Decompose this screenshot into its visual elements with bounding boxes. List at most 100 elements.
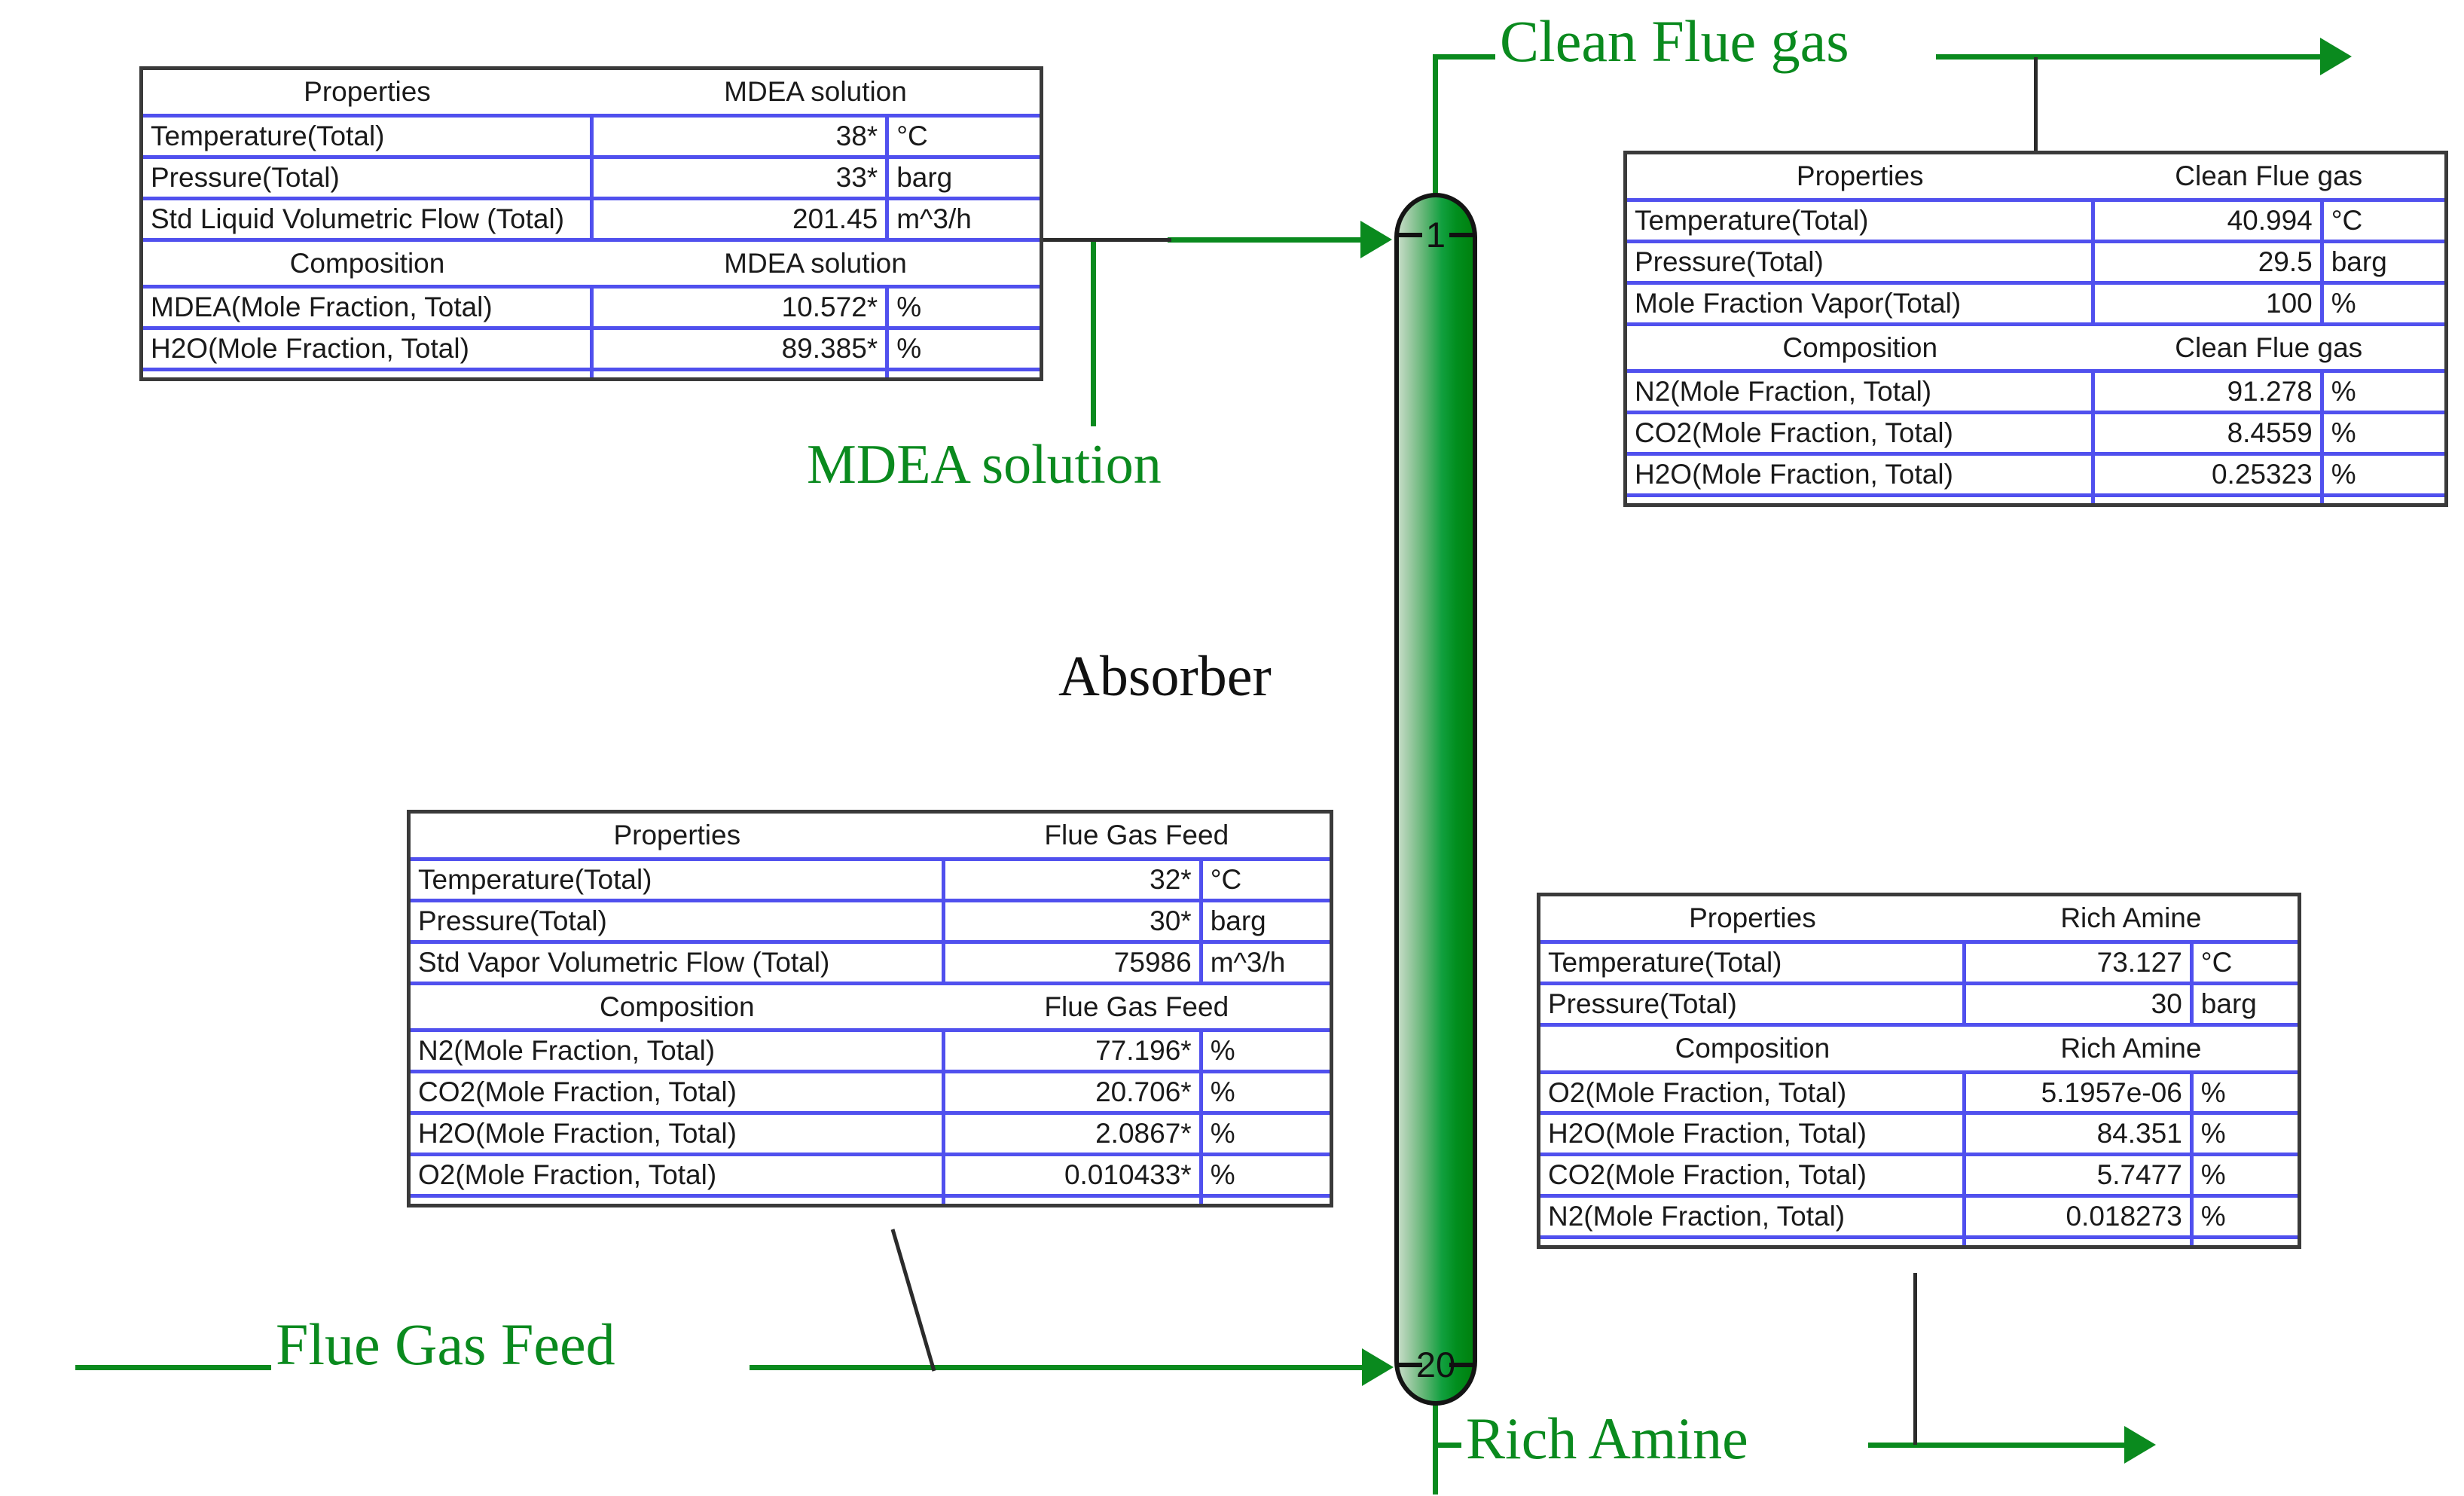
- row-label: CO2(Mole Fraction, Total): [411, 1071, 944, 1116]
- stream-table-mdea-solution[interactable]: Properties MDEA solution Temperature(Tot…: [139, 66, 1043, 382]
- flue-gas-feed-table-leader: [890, 1229, 936, 1372]
- row-value: 91.278: [2090, 371, 2324, 415]
- mdea-solution-label-leader: [1091, 238, 1096, 426]
- row-unit: barg: [1201, 900, 1330, 944]
- table-bottom-pad: [1540, 1237, 2298, 1245]
- table-row: O2(Mole Fraction, Total) 0.010433* %: [411, 1154, 1330, 1198]
- row-label: O2(Mole Fraction, Total): [411, 1154, 944, 1198]
- row-unit: %: [2191, 1195, 2298, 1239]
- row-unit: %: [1201, 1113, 1330, 1156]
- stream-label-rich-amine: Rich Amine: [1461, 1405, 1753, 1473]
- table-group-header-row: Composition Rich Amine: [1540, 1024, 2298, 1074]
- table-row: Temperature(Total) 32* °C: [411, 859, 1330, 902]
- row-value: 40.994: [2090, 200, 2324, 243]
- row-unit: %: [2322, 371, 2444, 415]
- stage-tray-line-left: [1397, 233, 1422, 237]
- header-composition: Composition: [411, 983, 944, 1033]
- row-label: Temperature(Total): [1540, 942, 1965, 985]
- stream-label-mdea-solution: MDEA solution: [802, 433, 1166, 497]
- header-composition: Composition: [1627, 324, 2093, 374]
- table-row: H2O(Mole Fraction, Total) 0.25323 %: [1627, 453, 2444, 497]
- row-label: H2O(Mole Fraction, Total): [411, 1113, 944, 1156]
- header-stream-name: Clean Flue gas: [2093, 154, 2444, 202]
- rich-amine-outlet-line: [1868, 1443, 2124, 1448]
- absorber-column-vessel[interactable]: [1394, 193, 1477, 1406]
- table-row: CO2(Mole Fraction, Total) 5.7477 %: [1540, 1154, 2298, 1198]
- stream-table-rich-amine[interactable]: Properties Rich Amine Temperature(Total)…: [1537, 893, 2301, 1249]
- header-properties: Properties: [1627, 154, 2093, 202]
- header-properties: Properties: [411, 814, 944, 861]
- table-bottom-pad: [411, 1195, 1330, 1204]
- row-label: N2(Mole Fraction, Total): [411, 1030, 944, 1074]
- table-row: N2(Mole Fraction, Total) 77.196* %: [411, 1030, 1330, 1074]
- row-value: 5.1957e-06: [1962, 1072, 2194, 1116]
- table-row: Pressure(Total) 29.5 barg: [1627, 241, 2444, 285]
- row-label: Temperature(Total): [1627, 200, 2093, 243]
- header-stream-name: Rich Amine: [1964, 896, 2298, 944]
- row-unit: °C: [1201, 859, 1330, 902]
- header-composition: Composition: [143, 240, 591, 289]
- flue-gas-feed-inlet-line-left: [75, 1365, 282, 1370]
- row-label: Temperature(Total): [143, 115, 591, 159]
- header-composition: Composition: [1540, 1024, 1965, 1074]
- row-label: Pressure(Total): [1540, 983, 1965, 1027]
- row-value: 0.25323: [2090, 453, 2324, 497]
- row-value: 89.385*: [589, 328, 890, 372]
- header-properties: Properties: [143, 70, 591, 118]
- row-unit: barg: [2191, 983, 2298, 1027]
- stream-label-flue-gas-feed: Flue Gas Feed: [271, 1311, 620, 1378]
- row-label: Std Liquid Volumetric Flow (Total): [143, 198, 591, 242]
- row-label: H2O(Mole Fraction, Total): [1540, 1113, 1965, 1157]
- header-stream-name-composition: Rich Amine: [1964, 1024, 2298, 1074]
- flue-gas-feed-inlet-line-right: [750, 1365, 1367, 1370]
- row-value: 0.010433*: [942, 1154, 1203, 1198]
- row-value: 84.351: [1962, 1113, 2194, 1157]
- row-value: 8.4559: [2090, 412, 2324, 456]
- mdea-table-leader-horizontal: [1043, 238, 1171, 242]
- table-header-row: Properties MDEA solution: [143, 70, 1040, 118]
- table-group-header-row: Composition MDEA solution: [143, 240, 1040, 289]
- table-row: H2O(Mole Fraction, Total) 89.385* %: [143, 328, 1040, 372]
- row-value: 20.706*: [942, 1071, 1203, 1116]
- row-unit: %: [1201, 1154, 1330, 1198]
- table-row: Std Liquid Volumetric Flow (Total) 201.4…: [143, 198, 1040, 242]
- row-label: Mole Fraction Vapor(Total): [1627, 282, 2093, 326]
- row-unit: °C: [887, 115, 1040, 159]
- row-value: 73.127: [1962, 942, 2194, 985]
- table-row: CO2(Mole Fraction, Total) 20.706* %: [411, 1071, 1330, 1116]
- stage-tray-line-right: [1449, 233, 1475, 237]
- clean-flue-gas-outlet-line: [1936, 54, 2320, 60]
- rich-amine-downcomer-line: [1433, 1401, 1438, 1494]
- row-unit: %: [2191, 1072, 2298, 1116]
- row-value: 30: [1962, 983, 2194, 1027]
- header-stream-name: MDEA solution: [591, 70, 1040, 118]
- table-row: Std Vapor Volumetric Flow (Total) 75986 …: [411, 942, 1330, 985]
- stream-table-flue-gas-feed[interactable]: Properties Flue Gas Feed Temperature(Tot…: [407, 810, 1333, 1207]
- table-group-header-row: Composition Flue Gas Feed: [411, 983, 1330, 1033]
- row-unit: °C: [2322, 200, 2444, 243]
- mdea-solution-arrowhead: [1360, 221, 1392, 258]
- row-value: 100: [2090, 282, 2324, 326]
- header-stream-name: Flue Gas Feed: [943, 814, 1330, 861]
- stream-label-clean-flue-gas: Clean Flue gas: [1495, 8, 1854, 75]
- table-row: Temperature(Total) 73.127 °C: [1540, 942, 2298, 985]
- table-group-header-row: Composition Clean Flue gas: [1627, 324, 2444, 374]
- stream-table-clean-flue-gas[interactable]: Properties Clean Flue gas Temperature(To…: [1623, 151, 2448, 507]
- row-unit: m^3/h: [887, 198, 1040, 242]
- row-unit: barg: [887, 157, 1040, 200]
- row-label: N2(Mole Fraction, Total): [1627, 371, 2093, 415]
- rich-amine-elbow-line: [1433, 1443, 1489, 1448]
- row-unit: m^3/h: [1201, 942, 1330, 985]
- row-value: 0.018273: [1962, 1195, 2194, 1239]
- table-row: Mole Fraction Vapor(Total) 100 %: [1627, 282, 2444, 326]
- row-label: CO2(Mole Fraction, Total): [1540, 1154, 1965, 1198]
- table-row: Pressure(Total) 30 barg: [1540, 983, 2298, 1027]
- clean-flue-gas-riser-line: [1433, 54, 1438, 199]
- row-label: O2(Mole Fraction, Total): [1540, 1072, 1965, 1116]
- row-label: H2O(Mole Fraction, Total): [143, 328, 591, 372]
- row-unit: %: [2322, 282, 2444, 326]
- row-value: 30*: [942, 900, 1203, 944]
- row-value: 2.0867*: [942, 1113, 1203, 1156]
- row-value: 29.5: [2090, 241, 2324, 285]
